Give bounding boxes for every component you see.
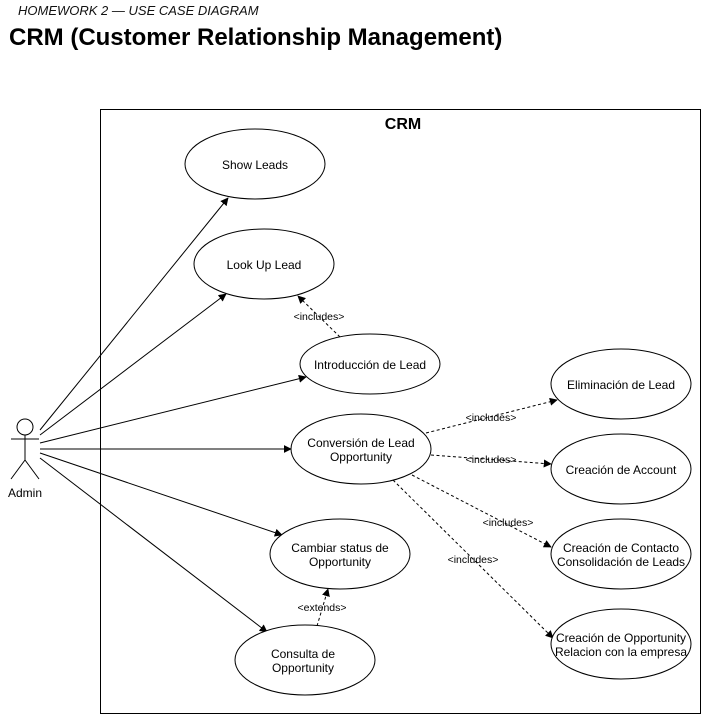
label-includes-contacto: <includes>: [483, 517, 534, 529]
label-includes-eliminacion: <includes>: [466, 412, 517, 424]
use-case-label: Show Leads: [222, 158, 288, 172]
actor-admin[interactable]: Admin: [8, 418, 42, 500]
use-case-label: Conversión de Lead: [307, 436, 414, 450]
assoc-show-leads: [39, 197, 229, 431]
use-case-creacion-opportunity[interactable]: Creación de Opportunity Relacion con la …: [550, 608, 692, 680]
use-case-cambiar-status[interactable]: Cambiar status de Opportunity: [269, 518, 411, 590]
relation-labels: <includes> <includes> <includes> <includ…: [294, 311, 534, 614]
dep-consulta-cambiar: [316, 588, 330, 627]
use-case-label: Look Up Lead: [227, 258, 302, 272]
assoc-look-up-lead: [39, 293, 227, 436]
use-case-show-leads[interactable]: Show Leads: [184, 128, 326, 200]
use-case-creacion-account[interactable]: Creación de Account: [550, 433, 692, 505]
label-extends-cambiar: <extends>: [297, 602, 346, 614]
label-includes-account: <includes>: [466, 454, 517, 466]
use-case-look-up-lead[interactable]: Look Up Lead: [193, 228, 335, 300]
use-case-creacion-contacto[interactable]: Creación de Contacto Consolidación de Le…: [550, 518, 692, 590]
label-includes-opportunity: <includes>: [448, 554, 499, 566]
use-case-label: Creación de Account: [566, 463, 677, 477]
use-case-label: Opportunity: [272, 661, 334, 675]
page-title: CRM (Customer Relationship Management): [9, 24, 503, 51]
use-case-label: Creación de Opportunity: [556, 631, 686, 645]
assoc-consulta-opportunity: [39, 457, 268, 633]
dep-introduccion-lookup: [297, 295, 341, 338]
use-case-label: Eliminación de Lead: [567, 378, 675, 392]
use-case-label: Opportunity: [330, 450, 392, 464]
use-case-label: Relacion con la empresa: [555, 645, 687, 659]
use-case-label: Opportunity: [309, 555, 371, 569]
dep-conversion-eliminacion: [425, 397, 558, 434]
actor-head: [16, 418, 34, 436]
use-case-introduccion-lead[interactable]: Introducción de Lead: [299, 333, 441, 395]
use-case-label: Creación de Contacto: [563, 541, 679, 555]
label-includes-lookup: <includes>: [294, 311, 345, 323]
diagram-subtitle: HOMEWORK 2 — USE CASE DIAGRAM: [18, 3, 259, 18]
dep-conversion-contacto: [411, 474, 552, 548]
assoc-cambiar-status: [39, 452, 283, 537]
use-case-label: Introducción de Lead: [314, 358, 426, 372]
use-case-conversion-lead[interactable]: Conversión de Lead Opportunity: [290, 413, 432, 485]
use-case-label: Consulta de: [271, 647, 335, 661]
assoc-introduccion-lead: [39, 374, 307, 444]
associations: [39, 197, 307, 633]
dependencies: [297, 295, 558, 639]
system-title: CRM: [385, 116, 421, 133]
dep-conversion-account: [430, 454, 552, 468]
use-case-label: Consolidación de Leads: [557, 555, 685, 569]
actor-label: Admin: [8, 486, 42, 500]
dep-conversion-opportunity: [392, 479, 554, 639]
use-case-label: Cambiar status de: [291, 541, 389, 555]
use-case-eliminacion-lead[interactable]: Eliminación de Lead: [550, 348, 692, 420]
use-case-consulta-opportunity[interactable]: Consulta de Opportunity: [234, 624, 376, 696]
